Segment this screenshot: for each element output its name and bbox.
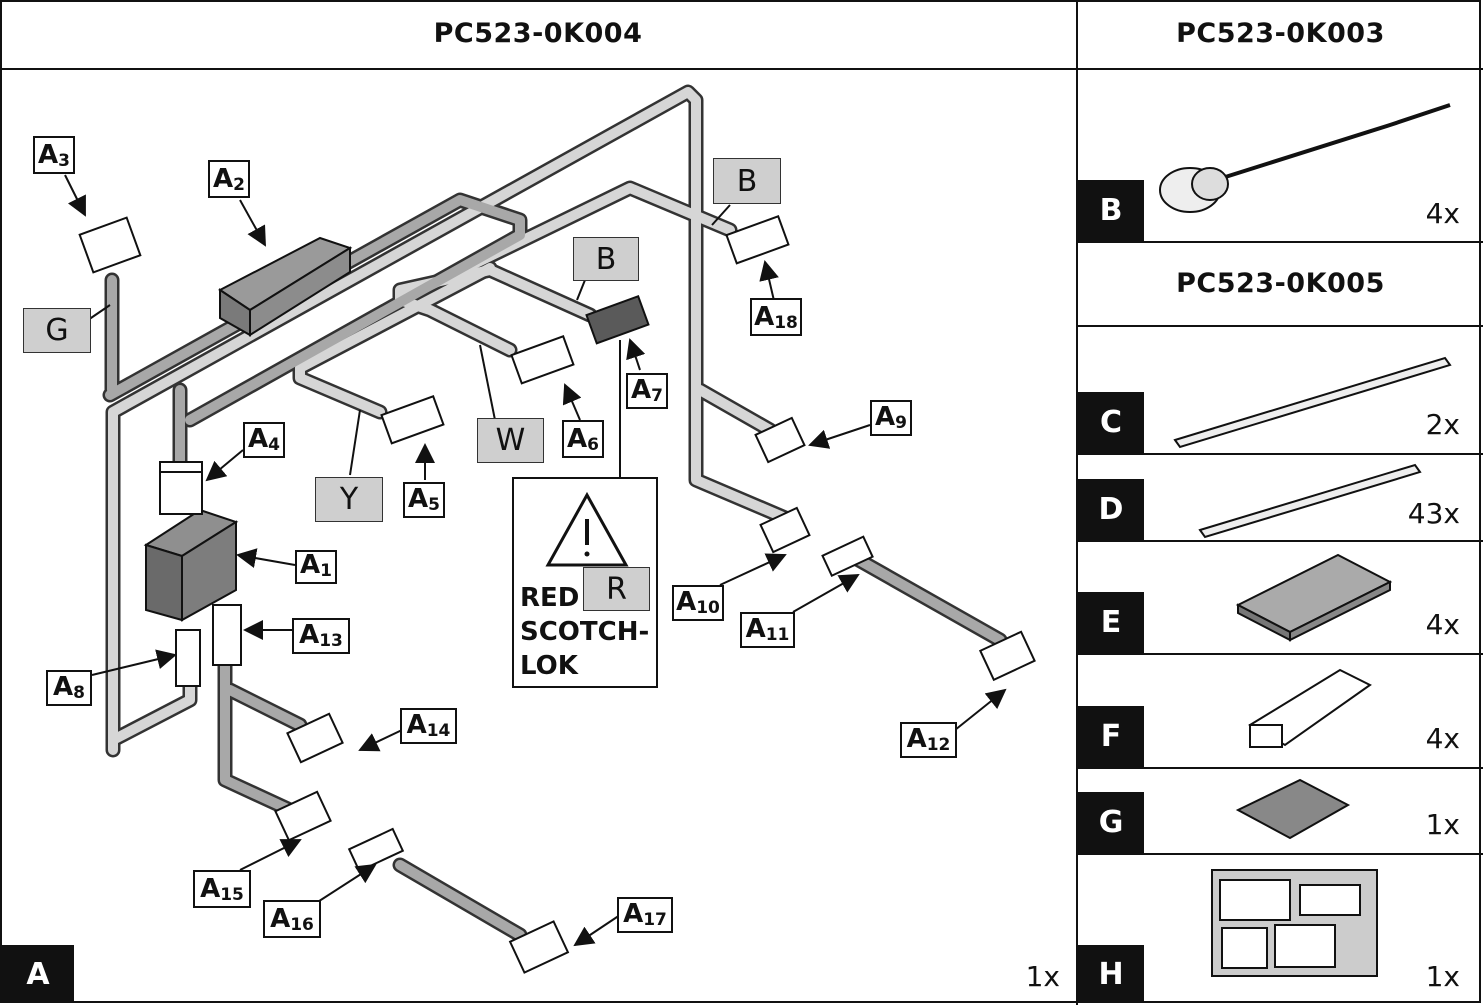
wire-tag-g: G bbox=[23, 308, 91, 353]
main-part-number: PC523-0K004 bbox=[433, 18, 643, 49]
templates-h bbox=[1211, 869, 1378, 977]
panel-letter-a: A bbox=[2, 945, 74, 1003]
connector-a9 bbox=[754, 416, 806, 464]
connector-a17 bbox=[508, 920, 570, 974]
part-number-b: PC523-0K003 bbox=[1176, 18, 1385, 49]
row-divider bbox=[1076, 540, 1483, 542]
cable-tie-c bbox=[1173, 356, 1452, 449]
connector-a10 bbox=[759, 506, 811, 554]
qty-h: 1x bbox=[1425, 960, 1460, 993]
header-divider bbox=[0, 68, 1483, 70]
qty-e: 4x bbox=[1425, 608, 1460, 641]
row-divider bbox=[1076, 453, 1483, 455]
panel-letter-c: C bbox=[1078, 392, 1144, 453]
panel-letter-f: F bbox=[1078, 706, 1144, 767]
row-divider bbox=[1076, 653, 1483, 655]
row-divider bbox=[1076, 853, 1483, 855]
connector-a12 bbox=[978, 630, 1036, 682]
scotchlok-a7 bbox=[585, 295, 650, 345]
wire-tag-b-upper: B bbox=[713, 158, 781, 204]
wire-tag-w: W bbox=[477, 418, 544, 463]
connector-a15 bbox=[274, 790, 332, 842]
connector-a13 bbox=[212, 604, 242, 666]
box-a1 bbox=[143, 508, 239, 622]
panel-letter-h: H bbox=[1078, 945, 1144, 1003]
column-divider bbox=[1076, 0, 1078, 1005]
qty-f: 4x bbox=[1425, 722, 1460, 755]
connector-a14 bbox=[286, 712, 344, 764]
qty-d: 43x bbox=[1407, 497, 1460, 530]
connector-a8 bbox=[175, 629, 201, 687]
pad-e bbox=[1235, 553, 1393, 642]
part-number-c-h: PC523-0K005 bbox=[1176, 268, 1385, 299]
tie-mount-g bbox=[1235, 778, 1351, 840]
connector-a4 bbox=[159, 461, 203, 515]
row-divider bbox=[1076, 767, 1483, 769]
warning-box: RED SCOTCH- LOK bbox=[512, 477, 658, 688]
scotchlok-a3 bbox=[78, 216, 142, 274]
qty-b: 4x bbox=[1425, 197, 1460, 230]
qty-g: 1x bbox=[1425, 808, 1460, 841]
wire-tag-y: Y bbox=[315, 477, 383, 522]
row-divider bbox=[1076, 325, 1483, 327]
panel-letter-e: E bbox=[1078, 592, 1144, 653]
row-divider bbox=[1076, 241, 1483, 243]
warning-text: RED SCOTCH- LOK bbox=[520, 583, 650, 681]
warning-icon bbox=[545, 491, 629, 567]
wire-tag-r: R bbox=[583, 567, 650, 611]
cable-tie-d bbox=[1198, 463, 1422, 539]
wire-tag-b-lower: B bbox=[573, 237, 639, 281]
panel-letter-g: G bbox=[1078, 792, 1144, 853]
panel-letter-b: B bbox=[1078, 180, 1144, 241]
scotchlok-a18 bbox=[725, 215, 790, 265]
qty-c: 2x bbox=[1425, 408, 1460, 441]
scotchlok-a6 bbox=[510, 335, 575, 385]
qty-a: 1x bbox=[1025, 960, 1060, 993]
scotchlok-a5 bbox=[380, 395, 445, 445]
connector-f bbox=[1248, 668, 1372, 748]
connector-a11 bbox=[821, 535, 874, 578]
sensor-b bbox=[1159, 103, 1451, 213]
connector-a16 bbox=[347, 827, 405, 873]
panel-letter-d: D bbox=[1078, 479, 1144, 540]
module-a2 bbox=[218, 236, 353, 337]
